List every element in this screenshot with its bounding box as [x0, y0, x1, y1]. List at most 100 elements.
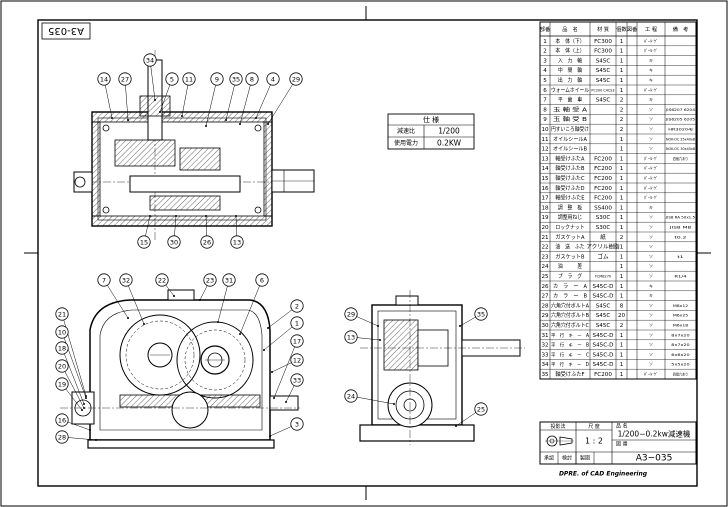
table-cell-no: 18 [541, 205, 549, 211]
table-cell-qty: 1 [620, 372, 624, 378]
table-cell-mat: FC300 [594, 49, 612, 55]
table-cell-no: 1 [543, 39, 547, 45]
table-cell-note: t0.2 [674, 235, 686, 239]
svg-text:A3-035: A3-035 [48, 25, 84, 36]
table-cell-proc: ソ [649, 146, 653, 151]
part-balloon: 3 [269, 417, 304, 437]
table-header-cell: 備 考 [673, 25, 689, 33]
table-cell-no: 20 [541, 225, 549, 231]
table-cell-proc: ソ [649, 215, 653, 220]
table-cell-proc: ソ [649, 136, 653, 141]
part-balloon: 9 [205, 72, 224, 127]
table-cell-mat: S45C [596, 323, 611, 329]
table-cell-mat: S45C [596, 68, 611, 74]
table-cell-proc: ﾎﾞｰﾙ･ｹﾞ [644, 185, 658, 190]
table-cell-no: 14 [541, 166, 549, 172]
table-cell-proc: ﾎﾞｰﾙ･ｹﾞ [644, 166, 658, 171]
table-header-cell: 個数 [616, 25, 627, 33]
table-cell-no: 17 [541, 196, 549, 202]
table-cell-qty: 1 [620, 156, 624, 162]
table-cell-name: 平 歯 車 [558, 96, 583, 104]
balloon-number: 29 [347, 310, 355, 318]
table-cell-qty: 2 [620, 98, 624, 104]
part-balloon: 17 [273, 334, 304, 399]
table-cell-proc: ﾎﾞｰﾙ･ｹﾞ [644, 48, 658, 53]
table-cell-no: 26 [541, 284, 549, 290]
table-cell-name: 円すいころ軸受け [551, 125, 589, 133]
balloon-number: 17 [293, 337, 301, 345]
table-cell-proc: ﾎﾞｰﾙ･ｹﾞ [644, 38, 658, 43]
part-balloon: 31 [217, 273, 236, 323]
spec-label: 減速比 [397, 127, 415, 135]
table-header-cell: 材 質 [597, 25, 609, 33]
table-cell-mat: S30C [596, 215, 611, 221]
table-cell-name: 平 行 キ ー B [551, 342, 589, 349]
table-cell-name: 玉 軸 受 A [553, 105, 587, 113]
table-cell-name: 六角穴付ボルトC [551, 321, 589, 329]
balloon-number: 25 [477, 405, 485, 413]
table-cell-no: 21 [541, 235, 549, 241]
table-cell-mat: FC200 [594, 186, 612, 192]
table-cell-no: 32 [541, 343, 548, 349]
balloon-number: 18 [58, 344, 66, 352]
table-cell-no: 27 [541, 294, 549, 300]
table-cell-proc: ﾎﾞｰﾙ･ｹﾞ [644, 176, 658, 181]
table-cell-qty: 1 [620, 137, 624, 143]
scale-value: 1 : 2 [585, 437, 603, 446]
table-cell-qty: 8 [620, 303, 624, 309]
table-cell-qty: 1 [620, 88, 624, 94]
table-cell-proc: ソ [649, 323, 653, 328]
part-balloon: 13 [344, 330, 381, 344]
balloon-number: 13 [347, 333, 355, 341]
table-cell-mat: FCMB270 [595, 275, 611, 279]
table-cell-proc: キ [649, 78, 653, 83]
table-cell-proc: ﾎﾞｰﾙ･ｹﾞ [644, 87, 658, 92]
table-cell-qty: 1 [620, 205, 624, 211]
front-view [60, 289, 300, 449]
balloon-number: 14 [100, 75, 108, 83]
projection-label: 投影法 [550, 423, 565, 430]
table-cell-proc: ﾎﾞｰﾙ･ｹﾞ [644, 195, 658, 200]
table-cell-qty: 1 [620, 274, 624, 280]
part-balloon: 12 [271, 353, 304, 373]
title-block [539, 421, 697, 465]
table-cell-mat: S45C [596, 78, 611, 84]
balloon-number: 13 [233, 238, 241, 246]
part-balloon: 30 [167, 215, 181, 249]
table-cell-proc: キ [649, 283, 653, 288]
table-cell-mat: FC300 [594, 39, 612, 45]
part-balloon: 5 [159, 72, 179, 113]
table-cell-name: ロックナット [555, 224, 584, 231]
table-cell-name: オイルシールB [553, 146, 587, 153]
projection-symbol-icon [545, 435, 574, 447]
table-cell-qty: 1 [620, 215, 624, 221]
table-cell-no: 15 [541, 176, 549, 182]
table-cell-mat: アクリル樹脂 [586, 243, 620, 251]
table-cell-qty: 1 [620, 166, 624, 172]
table-cell-proc: ﾎﾞｰﾙ･ｹﾞ [644, 372, 658, 377]
table-cell-name: 中 間 軸 [558, 66, 583, 74]
balloon-number: 33 [293, 376, 301, 384]
table-cell-name: カ ラ ー A [553, 283, 587, 290]
table-cell-note: HR30204J [668, 128, 692, 132]
table-cell-qty: 2 [620, 323, 624, 329]
balloon-number: 2 [295, 302, 299, 310]
table-cell-note: JIS6207 6204 [665, 108, 695, 112]
scale-label: 尺 度 [588, 423, 600, 430]
table-cell-note: NOK-OC 30x45x8 [666, 147, 695, 151]
table-cell-no: 23 [541, 254, 549, 260]
